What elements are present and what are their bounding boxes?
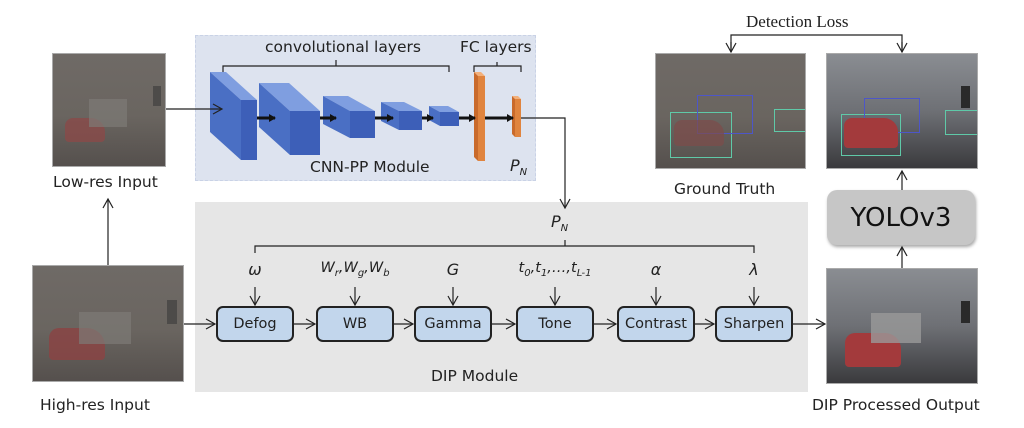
cnn-pp-module-title: CNN-PP Module xyxy=(310,158,430,176)
car-shape xyxy=(674,120,724,146)
dip-block-label: Defog xyxy=(233,316,277,332)
traffic-light-shape xyxy=(961,301,970,323)
cnn-pp-output-pn: PN xyxy=(510,156,527,178)
dip-block-label: Gamma xyxy=(424,316,482,332)
yolov3-label: YOLOv3 xyxy=(850,202,952,233)
param-wb-weights: Wr,Wg,Wb xyxy=(320,260,390,279)
detection-loss-label: Detection Loss xyxy=(746,12,849,31)
dip-block-contrast: Contrast xyxy=(617,306,695,342)
ground-truth-label: Ground Truth xyxy=(674,180,776,198)
convolutional-layers-label: convolutional layers xyxy=(265,38,421,56)
pn-symbol: P xyxy=(551,212,561,231)
dip-block-label: Contrast xyxy=(625,316,687,332)
dip-block-wb: WB xyxy=(316,306,394,342)
car-shape xyxy=(844,118,898,148)
detection-result-image xyxy=(826,53,978,169)
dip-block-label: Sharpen xyxy=(723,316,785,332)
traffic-light-shape xyxy=(153,86,161,106)
dip-module-title: DIP Module xyxy=(431,367,519,385)
dip-module-panel xyxy=(195,202,808,392)
param-sharpen-lambda: λ xyxy=(749,260,759,279)
dip-block-defog: Defog xyxy=(216,306,294,342)
ground-truth-image xyxy=(655,53,806,169)
dip-block-tone: Tone xyxy=(516,306,594,342)
low-res-input-label: Low-res Input xyxy=(53,173,158,191)
param-gamma-g: G xyxy=(446,260,460,279)
pn-symbol: P xyxy=(510,156,520,175)
pn-subscript: N xyxy=(519,167,528,179)
bounding-box xyxy=(670,112,732,158)
yolov3-detector-block: YOLOv3 xyxy=(827,190,975,245)
dip-block-gamma: Gamma xyxy=(414,306,492,342)
dip-processed-output-image xyxy=(826,268,978,384)
detection-loss-bracket xyxy=(730,34,903,52)
bounding-box xyxy=(945,110,977,135)
dip-processed-output-label: DIP Processed Output xyxy=(812,396,980,414)
bounding-box xyxy=(841,114,901,156)
high-res-input-image xyxy=(32,265,184,382)
low-res-input-image xyxy=(52,53,166,167)
bus-shape xyxy=(871,313,921,343)
dip-input-pn: PN xyxy=(551,212,568,234)
param-tone-t: t0,t1,…,tL-1 xyxy=(518,260,592,279)
fc-layers-label: FC layers xyxy=(460,38,532,56)
bus-shape xyxy=(89,99,127,127)
high-res-input-label: High-res Input xyxy=(40,396,150,414)
traffic-light-shape xyxy=(167,300,177,324)
param-defog-omega: ω xyxy=(248,260,262,279)
param-contrast-alpha: α xyxy=(650,260,662,279)
pn-subscript: N xyxy=(560,223,569,235)
traffic-light-shape xyxy=(961,86,970,108)
bounding-box xyxy=(774,109,805,132)
bounding-box xyxy=(697,95,753,134)
dip-block-label: WB xyxy=(342,316,368,332)
dip-block-label: Tone xyxy=(538,316,572,332)
dip-block-sharpen: Sharpen xyxy=(715,306,793,342)
bus-shape xyxy=(79,312,131,344)
